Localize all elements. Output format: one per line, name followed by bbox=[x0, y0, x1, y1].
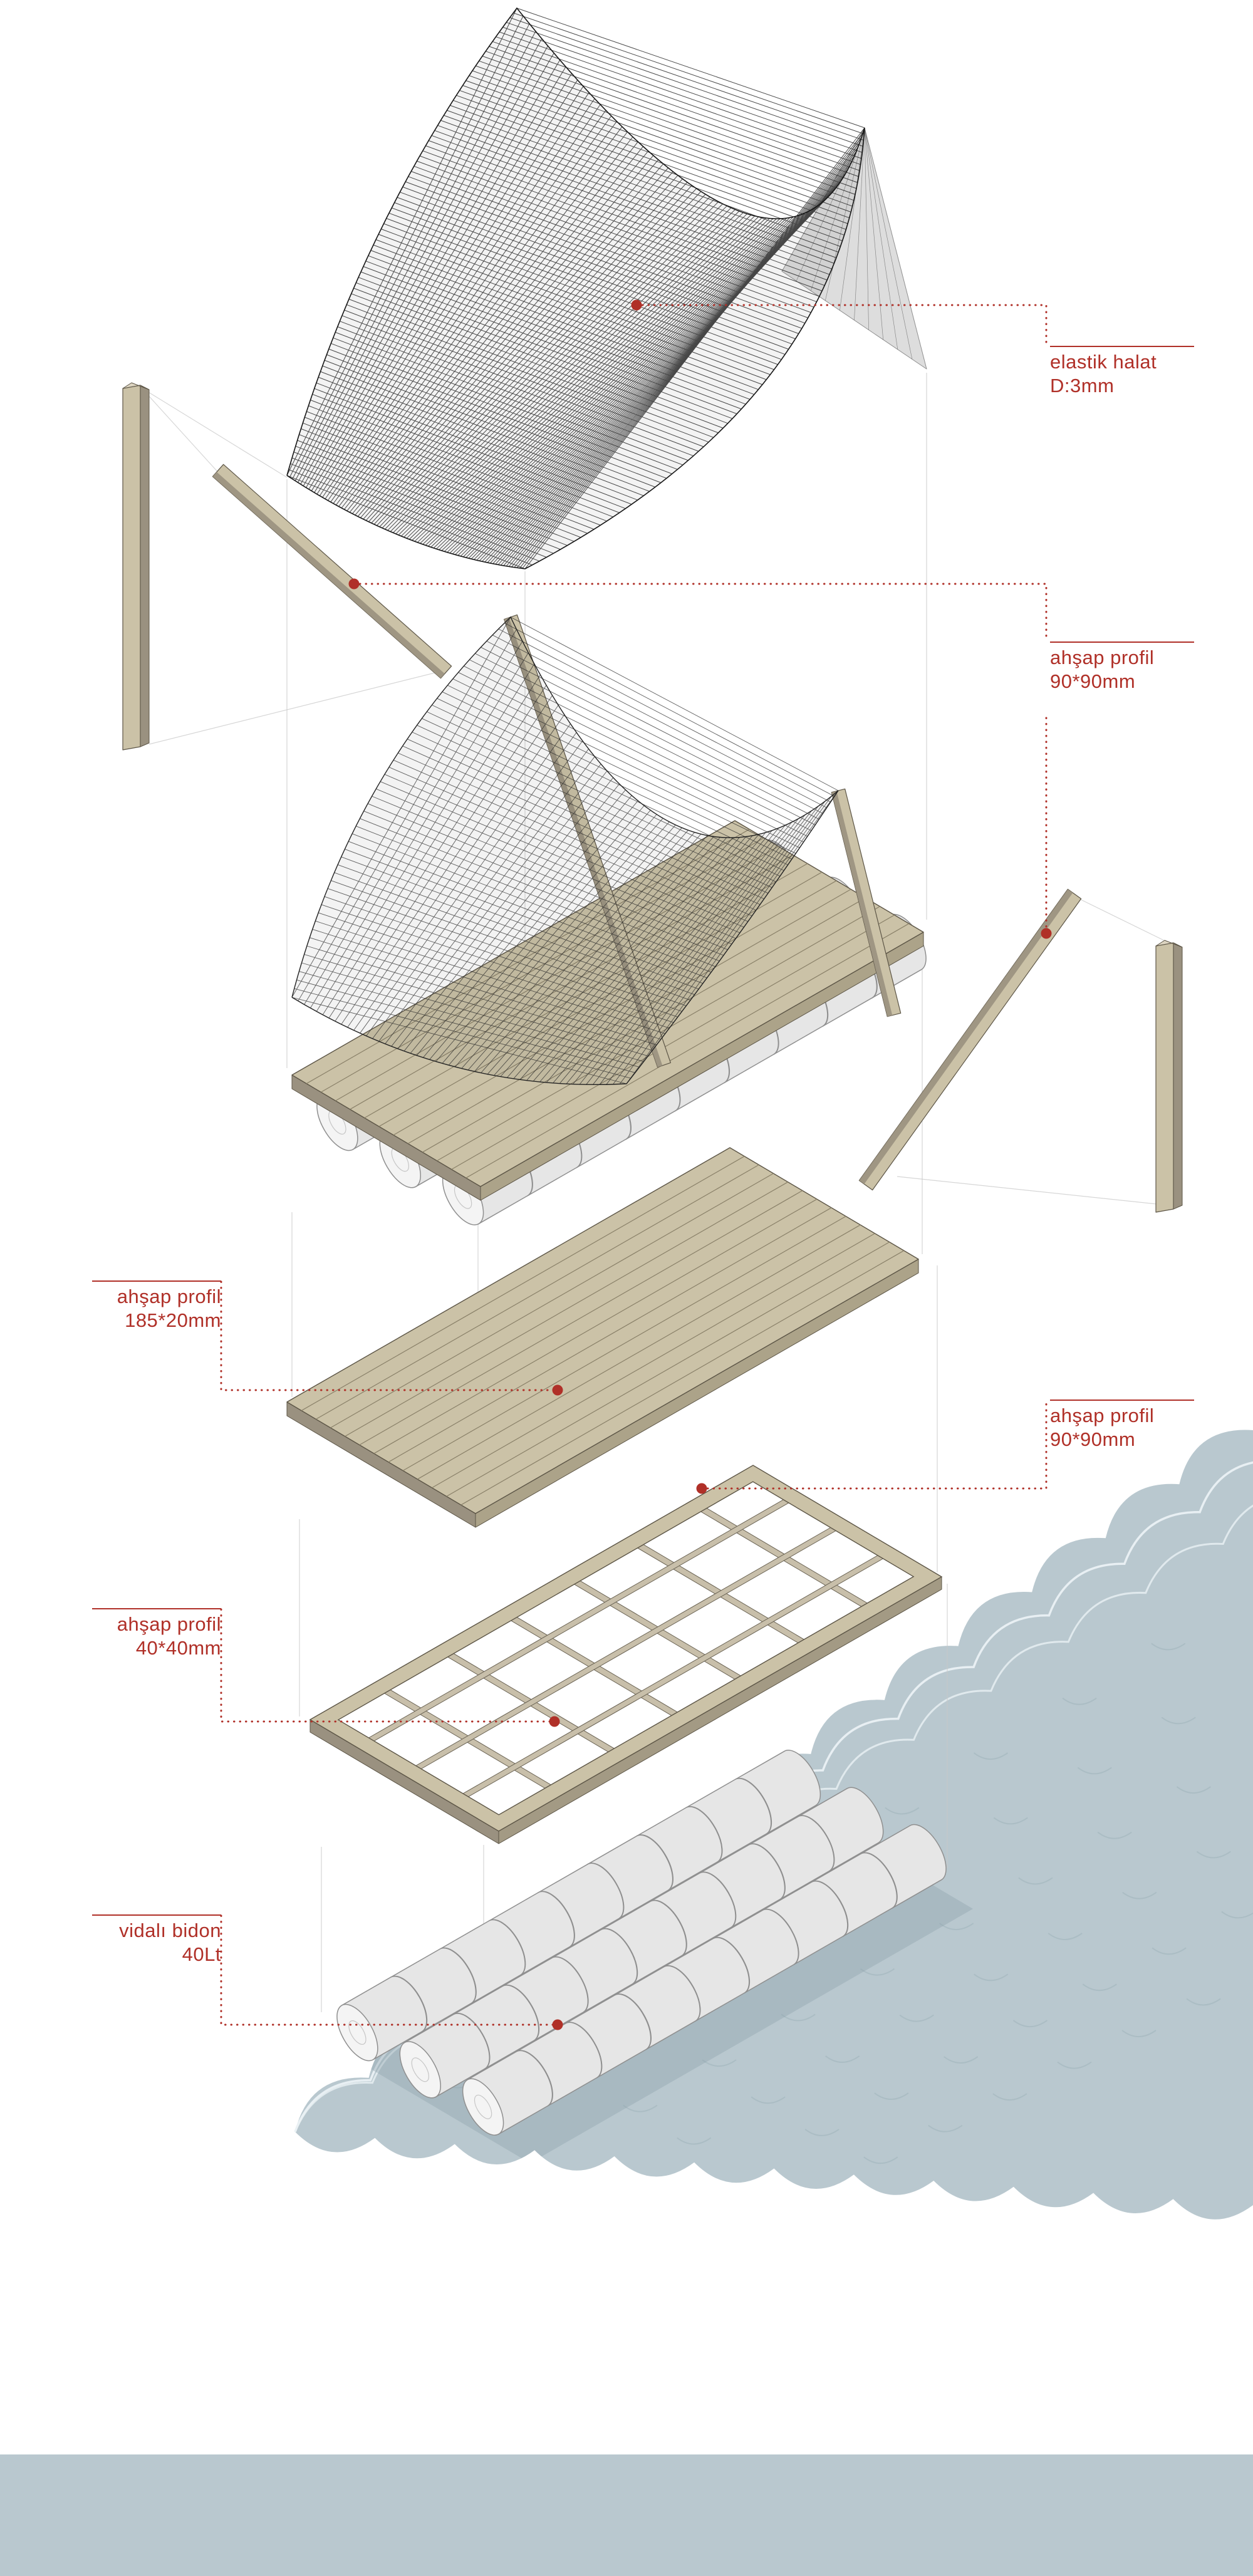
label-spec: 185*20mm bbox=[125, 1309, 221, 1331]
label-spec: 40*40mm bbox=[135, 1636, 221, 1659]
label-spec: 40Lt bbox=[182, 1943, 221, 1965]
right-post bbox=[1155, 940, 1183, 1213]
label-spec: D:3mm bbox=[1050, 374, 1115, 397]
label-rule bbox=[92, 1914, 221, 1916]
left-post bbox=[122, 382, 150, 750]
guide-lines bbox=[140, 373, 1181, 2012]
label-name: ahşap profil bbox=[1050, 1405, 1155, 1426]
frame-grid-layer bbox=[309, 1465, 943, 1844]
leader-lines bbox=[220, 299, 1052, 2030]
label-rule bbox=[92, 1280, 221, 1282]
label-name: ahşap profil bbox=[117, 1613, 221, 1635]
label-ahsap-profil-90-upper: ahşap profil 90*90mm bbox=[1050, 641, 1194, 693]
diagonal-beam-left bbox=[212, 464, 452, 679]
label-name: ahşap profil bbox=[1050, 647, 1155, 668]
label-name: vidalı bidon bbox=[119, 1919, 221, 1941]
label-ahsap-profil-90-lower: ahşap profil 90*90mm bbox=[1050, 1400, 1194, 1452]
canopy-net bbox=[286, 7, 927, 569]
label-rule bbox=[1050, 641, 1194, 643]
label-rule bbox=[1050, 346, 1194, 347]
label-rule bbox=[92, 1608, 221, 1609]
label-elastik-halat: elastik halat D:3mm bbox=[1050, 346, 1194, 398]
diagonal-beam-right bbox=[858, 888, 1082, 1191]
label-spec: 90*90mm bbox=[1050, 1428, 1136, 1450]
label-ahsap-profil-40: ahşap profil 40*40mm bbox=[92, 1608, 221, 1660]
label-name: elastik halat bbox=[1050, 351, 1157, 373]
label-rule bbox=[1050, 1400, 1194, 1401]
label-name: ahşap profil bbox=[117, 1285, 221, 1307]
label-vidali-bidon: vidalı bidon 40Lt bbox=[92, 1914, 221, 1966]
raft-assembly bbox=[291, 614, 927, 1225]
label-ahsap-profil-185: ahşap profil 185*20mm bbox=[92, 1280, 221, 1332]
barrels-layer bbox=[336, 1750, 947, 2136]
label-spec: 90*90mm bbox=[1050, 670, 1136, 692]
deck-planks-layer bbox=[286, 1147, 919, 1528]
